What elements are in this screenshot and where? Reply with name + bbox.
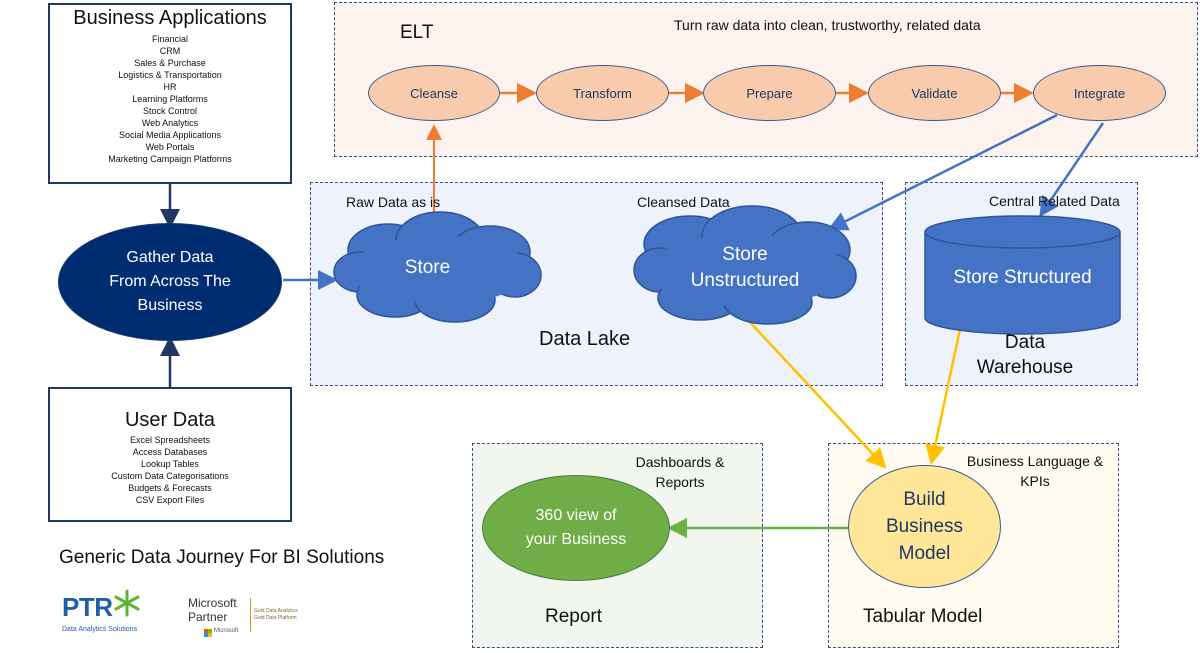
360-view-node: 360 view of your Business (482, 475, 670, 581)
list-item: Sales & Purchase (134, 58, 206, 68)
dashboards-reports-line: Reports (655, 474, 705, 490)
gather-data-line: Gather Data (126, 249, 214, 266)
elt-subtitle: Turn raw data into clean, trustworthy, r… (674, 17, 981, 33)
list-item: Logistics & Transportation (118, 70, 222, 80)
user-data-box: User Data Excel Spreadsheets Access Data… (48, 387, 292, 522)
cleansed-data-label: Cleansed Data (637, 194, 730, 210)
store-unstructured-node: Store Unstructured (660, 240, 830, 296)
build-business-model-line: Model (898, 543, 951, 564)
cleanse-label: Cleanse (410, 85, 458, 101)
list-item: Web Analytics (141, 118, 199, 128)
business-language-line: Business Language & (966, 453, 1104, 469)
transform-node: Transform (536, 65, 669, 121)
data-lake-title: Data Lake (539, 328, 631, 350)
dashboards-reports-line: Dashboards & (635, 454, 725, 470)
ms-small-label: Microsoft (214, 628, 239, 634)
gather-data-line: From Across The (109, 273, 231, 290)
diagram-caption: Generic Data Journey For BI Solutions (59, 547, 385, 568)
list-item: Web Portals (145, 142, 195, 152)
ptr-tagline: Data Analytics Solutions (62, 626, 138, 633)
cleanse-node: Cleanse (368, 65, 500, 121)
ms-partner-line: Microsoft (188, 596, 237, 610)
list-item: Access Databases (132, 447, 208, 457)
microsoft-partner-logo: Microsoft Partner Microsoft Gold Data An… (172, 582, 310, 642)
raw-data-label: Raw Data as is (346, 194, 441, 210)
business-applications-box: Business Applications Financial CRM Sale… (48, 3, 292, 184)
user-data-title: User Data (124, 409, 216, 431)
store-structured-node: Store Structured (925, 260, 1120, 296)
microsoft-squares-icon (204, 629, 212, 637)
gather-data-node: Gather Data From Across The Business (58, 223, 282, 341)
ms-gold-competency: Gold Data Analytics (254, 608, 298, 614)
ptr-logo-text: PTR (62, 592, 113, 622)
list-item: CRM (159, 46, 181, 56)
data-warehouse-title-line: Warehouse (976, 357, 1074, 378)
tabular-model-title: Tabular Model (863, 606, 983, 627)
list-item: Marketing Campaign Platforms (108, 154, 232, 164)
ms-divider (250, 598, 251, 632)
list-item: Stock Control (142, 106, 198, 116)
list-item: Budgets & Forecasts (128, 483, 212, 493)
elt-title: ELT (400, 22, 434, 43)
build-business-model-node: Build Business Model (848, 465, 1001, 588)
list-item: Excel Spreadsheets (129, 435, 211, 445)
ptr-star-icon (114, 589, 140, 617)
integrate-node: Integrate (1033, 65, 1166, 121)
list-item: Learning Platforms (132, 94, 208, 104)
prepare-label: Prepare (746, 85, 793, 101)
store-unstructured-label: Unstructured (690, 270, 800, 291)
store-unstructured-label: Store (722, 244, 768, 265)
dashboards-reports-label: Dashboards & Reports (620, 452, 740, 492)
list-item: Financial (151, 34, 189, 44)
business-applications-title: Business Applications (73, 7, 267, 29)
360-view-line: your Business (525, 531, 627, 548)
report-title: Report (545, 606, 603, 627)
data-warehouse-title: Data Warehouse (955, 330, 1095, 380)
build-business-model-line: Build (903, 489, 946, 510)
ms-partner-line: Partner (188, 610, 228, 624)
central-related-data-label: Central Related Data (989, 193, 1120, 209)
business-language-label: Business Language & KPIs (955, 451, 1115, 491)
validate-label: Validate (911, 85, 958, 101)
360-view-line: 360 view of (535, 507, 617, 524)
validate-node: Validate (868, 65, 1001, 121)
store-label: Store (404, 257, 451, 278)
list-item: Custom Data Categorisations (111, 471, 229, 481)
list-item: HR (163, 82, 177, 92)
list-item: Lookup Tables (141, 459, 199, 469)
list-item: CSV Export Files (135, 495, 205, 505)
prepare-node: Prepare (703, 65, 836, 121)
transform-label: Transform (573, 85, 632, 101)
list-item: Social Media Applications (118, 130, 222, 140)
ms-gold-competency: Gold Data Platform (254, 615, 297, 621)
store-node: Store (360, 250, 495, 286)
build-business-model-line: Business (885, 516, 964, 537)
store-structured-label: Store Structured (953, 267, 1092, 288)
business-language-line: KPIs (1020, 473, 1050, 489)
gather-data-line: Business (137, 297, 203, 314)
ptr-logo: PTR Data Analytics Solutions (60, 588, 170, 638)
integrate-label: Integrate (1073, 85, 1126, 101)
data-warehouse-title-line: Data (1004, 332, 1046, 353)
